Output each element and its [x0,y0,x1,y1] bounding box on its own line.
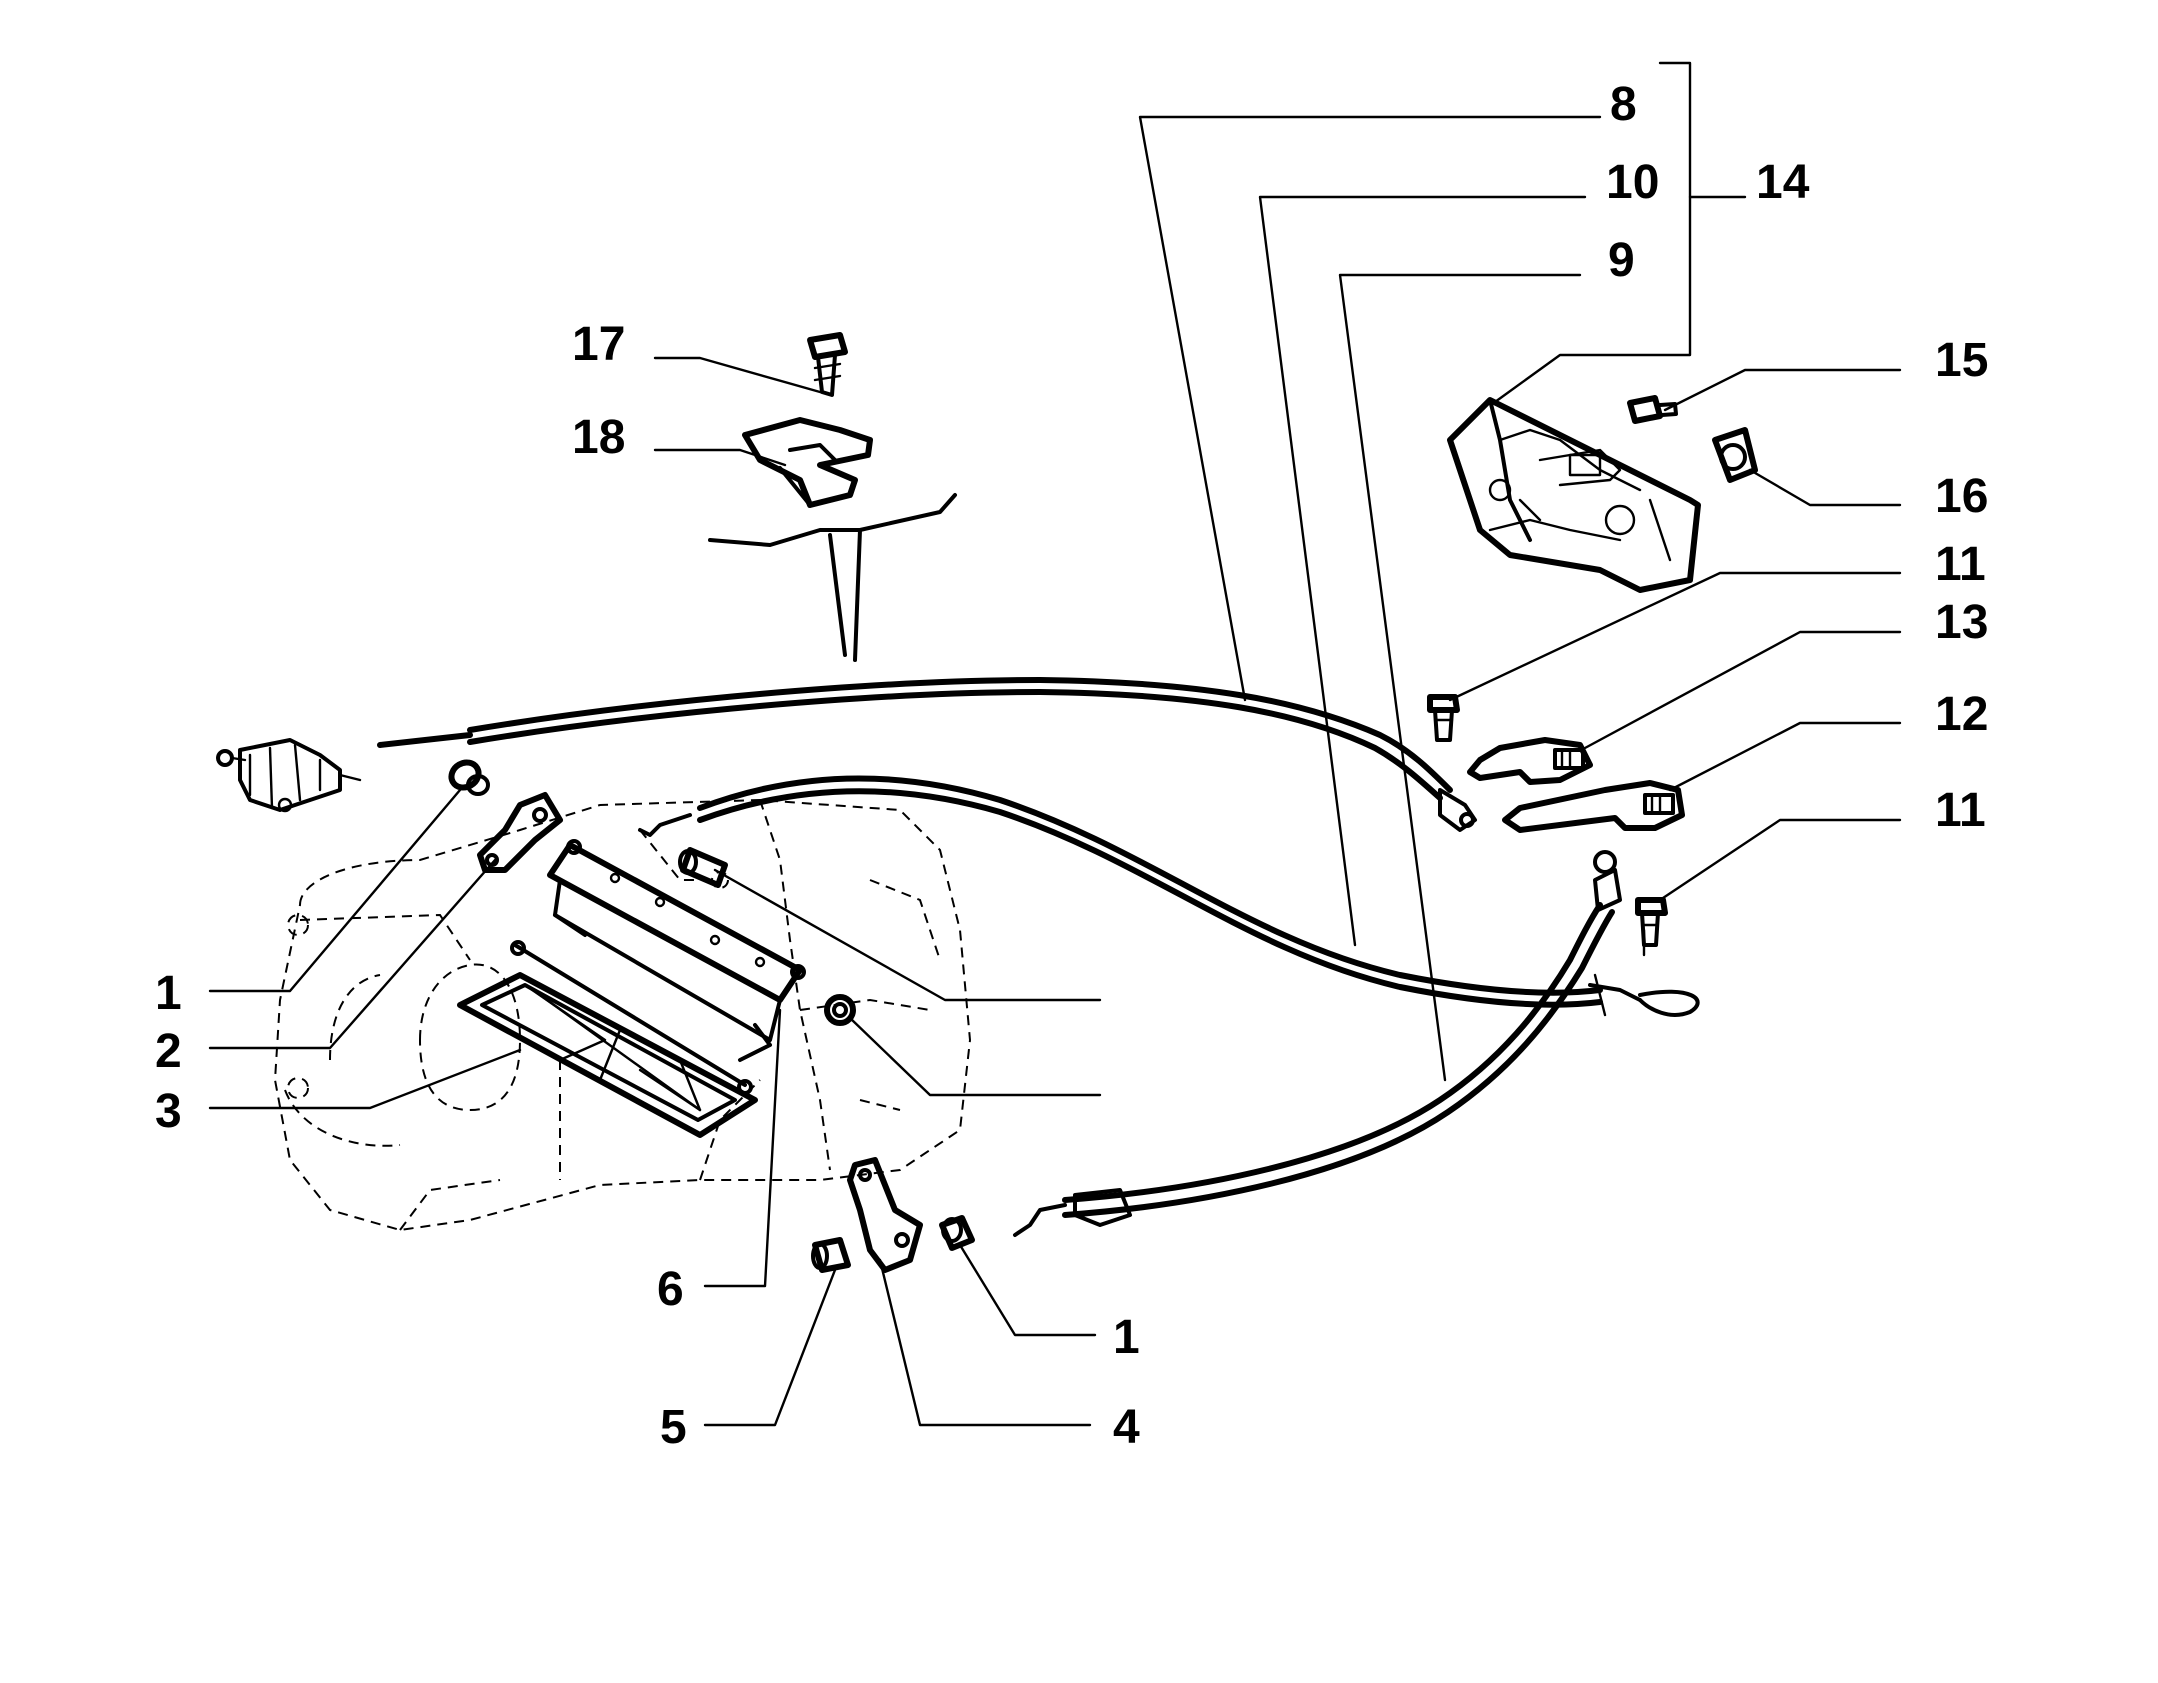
screw-15 [1627,395,1678,424]
gearbox-housing-outline [273,798,972,1232]
callout-1: 1 [155,967,182,1020]
cable-10 [638,775,1700,1017]
callout-18: 18 [572,411,625,464]
callout-6: 6 [657,1263,684,1316]
callout-15: 15 [1935,334,1988,387]
cable-support-rods [708,493,957,662]
callout-13: 13 [1935,596,1988,649]
leader-lines [208,61,1902,1427]
pin-top [678,847,728,888]
clip-4 [847,1157,923,1273]
cable-9 [1013,850,1622,1237]
screw-17 [807,332,848,397]
cable-end-13 [1467,737,1593,785]
callout-labels: 1 2 3 6 5 4 1 8 10 9 14 15 16 11 13 12 1… [155,78,1988,1454]
callout-9: 9 [1608,234,1635,287]
lever-mechanism [216,738,362,813]
callout-10: 10 [1606,156,1659,209]
selector-plate [457,940,758,1138]
bracket-18 [742,417,873,508]
callout-5: 5 [660,1401,687,1454]
callout-17: 17 [572,318,625,371]
clip-2 [477,792,563,873]
cable-8 [377,677,1477,832]
bolt-11-lower [1635,897,1668,957]
callout-12: 12 [1935,688,1988,741]
bolt-11-upper [1427,694,1460,742]
callout-1-lower: 1 [1113,1311,1140,1364]
grommet-16 [1712,427,1758,483]
washer [824,994,856,1026]
callout-2: 2 [155,1025,182,1078]
bush-1-top [448,759,490,796]
callout-11: 11 [1935,538,1986,591]
bush-1-lower [939,1215,975,1251]
callout-11-lower: 11 [1935,784,1986,837]
callout-8: 8 [1610,78,1637,131]
cable-end-12 [1502,780,1685,833]
pin-5 [811,1237,851,1273]
callout-16: 16 [1935,470,1988,523]
callout-14: 14 [1756,156,1810,209]
callout-3: 3 [155,1085,182,1138]
hinged-bracket [547,839,806,1062]
callout-4: 4 [1113,1401,1140,1454]
control-box-14 [1447,397,1701,593]
